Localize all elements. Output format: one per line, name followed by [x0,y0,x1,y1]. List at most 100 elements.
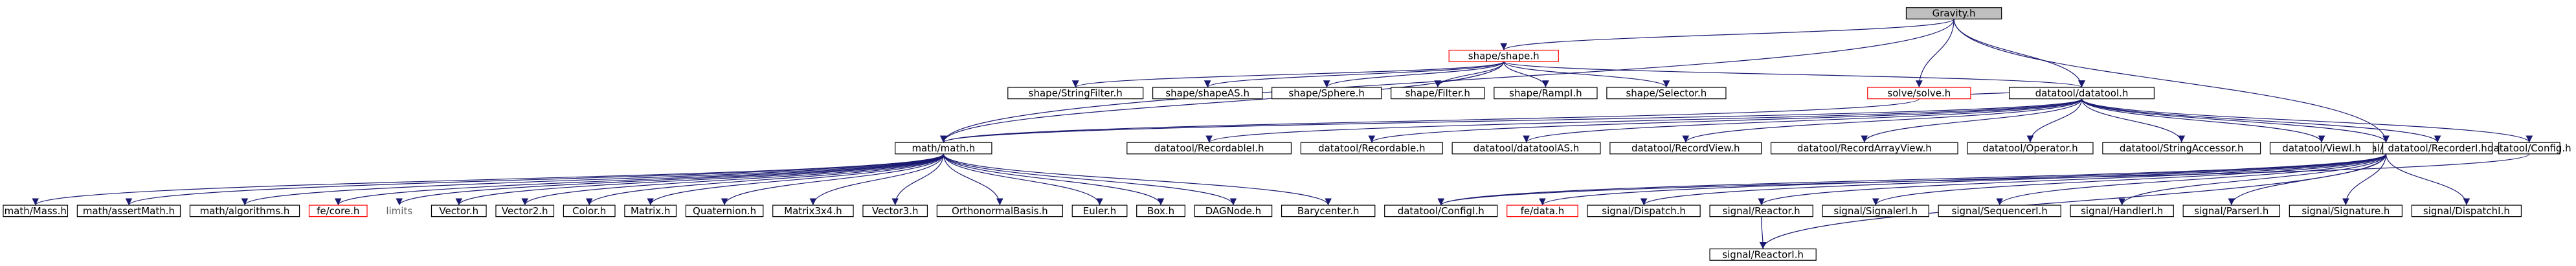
node-operator[interactable]: datatool/Operator.h [1967,142,2094,155]
node-ramp[interactable]: shape/RampI.h [1494,87,1598,100]
edge-gravity-to-signal [1953,19,2390,143]
node-matrix[interactable]: Matrix.h [624,205,677,217]
node-mass[interactable]: math/Mass.h [3,205,69,217]
node-label: solve/solve.h [1887,87,1951,99]
node-sphere[interactable]: shape/Sphere.h [1271,87,1382,100]
edge-shape-to-stringfilter [1072,61,1505,88]
node-label: DAGNode.h [1205,205,1261,217]
edge-signal-to-reactor [1758,153,2387,206]
node-algorithms[interactable]: math/algorithms.h [189,205,300,217]
node-solve[interactable]: solve/solve.h [1867,87,1971,100]
node-layer: Gravity.h shape/shape.h solve/solve.h datat… [3,7,2571,261]
node-label: signal/SequencerI.h [1952,205,2048,217]
node-label: math/assertMath.h [83,205,175,217]
node-barycenter[interactable]: Barycenter.h [1281,205,1376,217]
node-box [772,205,854,217]
node-dagnode[interactable]: DAGNode.h [1194,205,1273,217]
node-vector[interactable]: Vector.h [431,205,487,217]
node-color[interactable]: Color.h [563,205,616,217]
node-datatoolas[interactable]: datatool/datatoolAS.h [1451,142,1601,155]
node-box [1391,87,1485,100]
node-box [3,205,69,217]
node-label: signal/DispatchI.h [2423,205,2510,217]
node-label: math/algorithms.h [200,205,290,217]
node-sequenceri[interactable]: signal/SequencerI.h [1938,205,2061,217]
node-vector3[interactable]: Vector3.h [862,205,928,217]
node-label: fe/data.h [1521,205,1565,217]
node-limits[interactable]: limits [377,205,422,217]
node-viewi[interactable]: datatool/ViewI.h [2269,142,2374,155]
node-parseri[interactable]: signal/ParserI.h [2182,205,2281,217]
node-quaternion[interactable]: Quaternion.h [685,205,764,217]
node-label: datatool/RecordView.h [1631,142,1740,154]
node-recordview[interactable]: datatool/RecordView.h [1609,142,1762,155]
node-config[interactable]: datatool/Config.h [2487,142,2571,155]
node-recordable[interactable]: datatool/Recordable.h [1300,142,1443,155]
node-box [685,205,764,217]
node-handleri[interactable]: signal/HandlerI.h [2070,205,2174,217]
node-label: shape/StringFilter.h [1029,87,1123,99]
node-selector[interactable]: shape/Selector.h [1606,87,1727,100]
node-stringaccessor[interactable]: datatool/StringAccessor.h [2102,142,2261,155]
node-recordablei[interactable]: datatool/RecordableI.h [1126,142,1292,155]
node-shape[interactable]: shape/shape.h [1448,49,1559,62]
edge-math-to-barycenter [943,153,1332,206]
node-box [189,205,300,217]
node-filter[interactable]: shape/Filter.h [1391,87,1485,100]
node-fedata[interactable]: fe/data.h [1506,205,1578,217]
node-shapeas[interactable]: shape/shapeAS.h [1152,87,1263,100]
node-core[interactable]: fe/core.h [308,205,368,217]
node-reactor[interactable]: signal/Reactor.h [1709,205,1813,217]
node-label: shape/shapeAS.h [1165,87,1249,99]
node-label: datatool/ConfigI.h [1398,205,1484,217]
node-configi[interactable]: datatool/ConfigI.h [1384,205,1498,217]
edge-math-to-limits [396,153,944,206]
node-orthonormal[interactable]: OrthonormalBasis.h [936,205,1063,217]
node-gravity[interactable]: Gravity.h [1905,7,2002,19]
node-box [1194,205,1273,217]
node-label: signal/Dispatch.h [1602,205,1686,217]
node-box [1451,142,1601,155]
edge-datatool-to-recordablei [1205,98,2083,143]
edge-datatool-to-config [2081,98,2533,143]
node-box [2289,205,2403,217]
node-vector2[interactable]: Vector2.h [495,205,555,217]
node-reactori[interactable]: signal/ReactorI.h [1709,248,1817,261]
node-label: shape/Filter.h [1406,87,1470,99]
node-box [1609,142,1762,155]
edge-math-to-vector2 [521,153,944,206]
node-box [431,205,487,217]
node-box[interactable]: Box.h [1136,205,1185,217]
edge-datatool-to-recorderi [2081,98,2441,143]
edge-math-to-matrix [647,153,944,206]
node-box [1384,205,1498,217]
node-label: Barycenter.h [1297,205,1360,217]
edge-datatool-to-viewi [2081,98,2325,143]
edge-signal-to-sequenceri [1996,153,2387,206]
node-assertmath[interactable]: math/assertMath.h [76,205,181,217]
node-label: Matrix.h [631,205,671,217]
node-label: Euler.h [1083,205,1116,217]
node-recorderi[interactable]: datatool/RecorderI.h [2382,142,2493,155]
node-signaleri[interactable]: signal/SignalerI.h [1822,205,1929,217]
node-label: datatool/datatool.h [2035,87,2129,99]
node-box [1126,142,1292,155]
node-dispatch[interactable]: signal/Dispatch.h [1587,205,1701,217]
edge-signal-to-handleri [2118,153,2387,206]
node-signature[interactable]: signal/Signature.h [2289,205,2403,217]
node-datatool[interactable]: datatool/datatool.h [2009,87,2155,100]
node-recordarrayview[interactable]: datatool/RecordArrayView.h [1770,142,1958,155]
node-matrix3x4[interactable]: Matrix3x4.h [772,205,854,217]
node-box [76,205,181,217]
node-label: shape/RampI.h [1509,87,1582,99]
node-box [1770,142,1958,155]
node-label: Matrix3x4.h [784,205,842,217]
node-stringfilter[interactable]: shape/StringFilter.h [1007,87,1144,100]
edge-datatool-to-datatoolas [1523,98,2083,143]
node-dispatchi[interactable]: signal/DispatchI.h [2411,205,2522,217]
edge-shape-to-filter [1434,61,1505,88]
node-euler[interactable]: Euler.h [1071,205,1128,217]
node-math[interactable]: math/math.h [895,142,992,155]
node-label: datatool/StringAccessor.h [2120,142,2244,154]
